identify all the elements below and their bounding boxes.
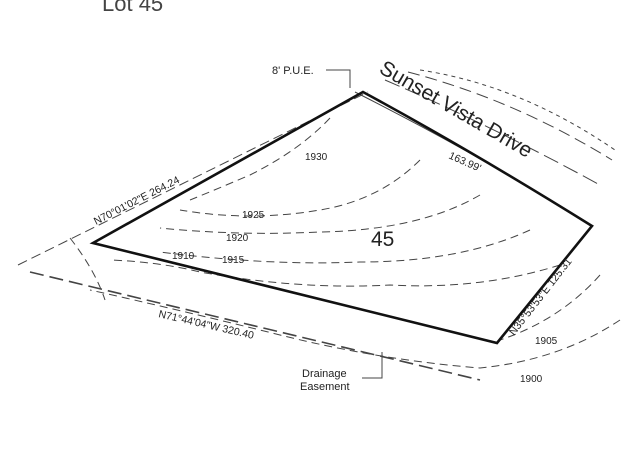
lot-boundary <box>89 90 594 345</box>
easement-line-south <box>29 271 481 381</box>
contour-1910 <box>109 259 561 287</box>
east-bearing-label: N35°53'53"E 125.31 <box>507 256 575 338</box>
street-name-label: Sunset Vista Drive <box>376 56 537 162</box>
easement-line-north <box>17 91 369 266</box>
contour-1925 <box>179 159 421 217</box>
street-row-line-3 <box>407 71 613 161</box>
drainage-label-line2: Easement <box>300 381 350 393</box>
frontage-label: 163.99' <box>447 150 483 175</box>
contour-label-1910: 1910 <box>172 251 195 262</box>
contour-label-1925: 1925 <box>242 210 265 221</box>
contour-1930 <box>189 117 331 201</box>
contour-label-1905: 1905 <box>535 336 558 347</box>
drainage-leader <box>362 352 383 379</box>
street-curb-line <box>419 69 616 151</box>
contour-1900 <box>89 289 621 369</box>
contour-1915 <box>159 229 531 264</box>
pue-label: 8' P.U.E. <box>272 65 314 77</box>
contour-label-1920: 1920 <box>226 233 249 244</box>
contour-1920 <box>159 194 481 234</box>
street-row-line-2 <box>384 79 601 186</box>
contour-1905 <box>499 274 601 341</box>
contour-label-1915: 1915 <box>222 255 245 266</box>
contour-label-1930: 1930 <box>305 152 328 163</box>
contour-west <box>69 237 106 301</box>
page-title: Lot 45 <box>102 0 164 16</box>
lot-number-label: 45 <box>371 228 394 251</box>
contour-label-1900: 1900 <box>520 374 543 385</box>
drainage-label-line1: Drainage <box>302 368 347 380</box>
pue-leader <box>326 69 351 88</box>
